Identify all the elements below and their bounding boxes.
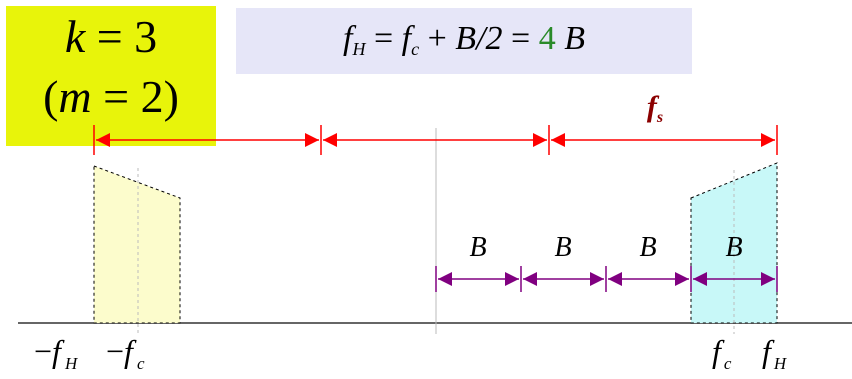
b-label-1: B — [469, 232, 486, 263]
fs-label: fs — [647, 90, 663, 126]
b-label-2: B — [554, 232, 571, 263]
equation-box — [236, 8, 692, 74]
k-value-box — [6, 6, 216, 146]
fH-equation: fH = fc + B/2 = 4 B — [343, 20, 585, 59]
k-value: k = 3 — [64, 11, 158, 62]
b-label-4: B — [725, 232, 742, 263]
b-label-3: B — [639, 232, 656, 263]
m-value: (m = 2) — [43, 71, 179, 122]
left-band — [93, 165, 181, 324]
